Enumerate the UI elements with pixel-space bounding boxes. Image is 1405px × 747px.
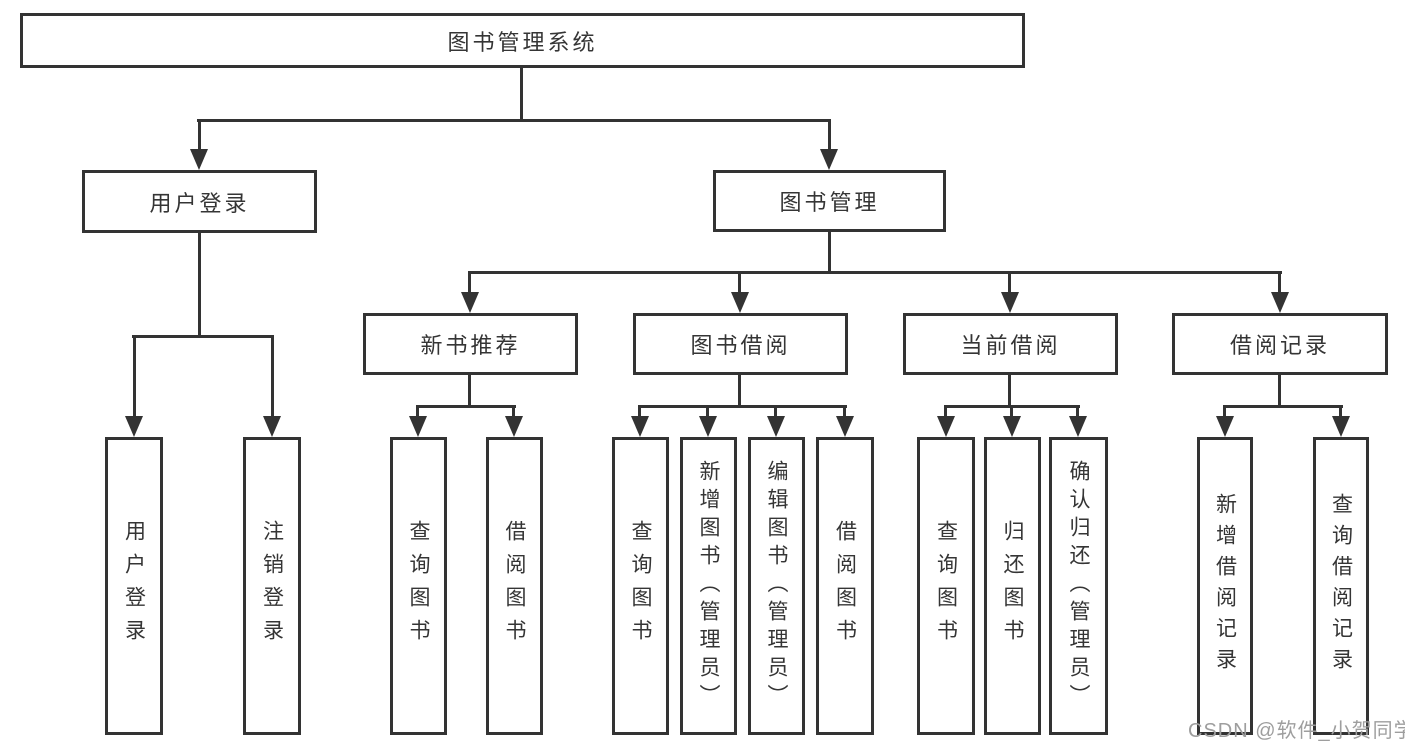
- leaf-query-books-1: 查询图书: [390, 437, 447, 735]
- leaf-add-borrow-record: 新增借阅记录: [1197, 437, 1253, 735]
- connector-line: [133, 335, 136, 418]
- node-user-login: 用户登录: [82, 170, 317, 233]
- connector-line: [1010, 405, 1013, 418]
- arrow-down-icon: [1003, 416, 1021, 437]
- node-label: 当前借阅: [960, 333, 1061, 358]
- arrow-down-icon: [631, 416, 649, 437]
- node-label: 注销登录: [260, 520, 284, 652]
- connector-line: [468, 271, 1282, 274]
- leaf-edit-book-admin: 编辑图书（管理员）: [748, 437, 805, 735]
- leaf-borrow-books-2: 借阅图书: [816, 437, 874, 735]
- connector-line: [738, 271, 741, 294]
- arrow-down-icon: [731, 292, 749, 313]
- node-new-book-recommend: 新书推荐: [363, 313, 578, 375]
- arrow-down-icon: [820, 149, 838, 170]
- leaf-query-books-2: 查询图书: [612, 437, 669, 735]
- node-label: 用户登录: [149, 190, 250, 216]
- connector-line: [944, 405, 947, 418]
- connector-line: [198, 119, 201, 152]
- node-borrow-records: 借阅记录: [1172, 313, 1388, 375]
- node-book-borrow: 图书借阅: [633, 313, 848, 375]
- connector-line: [468, 373, 471, 408]
- node-label: 归还图书: [1001, 520, 1024, 652]
- connector-line: [1008, 271, 1011, 294]
- connector-line: [1278, 373, 1281, 408]
- leaf-confirm-return-admin: 确认归还（管理员）: [1049, 437, 1108, 735]
- leaf-borrow-books-1: 借阅图书: [486, 437, 543, 735]
- node-library-system: 图书管理系统: [20, 13, 1025, 68]
- arrow-down-icon: [461, 292, 479, 313]
- node-label: 新增借阅记录: [1213, 493, 1237, 679]
- connector-line: [1223, 405, 1343, 408]
- node-label: 用户登录: [122, 520, 146, 652]
- connector-line: [638, 405, 847, 408]
- node-label: 查询图书: [407, 520, 430, 652]
- arrow-down-icon: [767, 416, 785, 437]
- connector-line: [416, 405, 419, 418]
- arrow-down-icon: [699, 416, 717, 437]
- arrow-down-icon: [190, 149, 208, 170]
- node-label: 确认归还（管理员）: [1067, 460, 1090, 712]
- watermark: CSDN @软件_小贺同学: [1188, 720, 1405, 742]
- connector-line: [1278, 271, 1281, 294]
- leaf-query-borrow-record: 查询借阅记录: [1313, 437, 1369, 735]
- arrow-down-icon: [1001, 292, 1019, 313]
- node-label: 新书推荐: [420, 333, 521, 358]
- connector-line: [198, 231, 201, 338]
- node-label: 查询借阅记录: [1329, 493, 1353, 679]
- leaf-return-book: 归还图书: [984, 437, 1041, 735]
- node-label: 借阅记录: [1229, 333, 1330, 358]
- connector-line: [132, 335, 274, 338]
- connector-line: [1008, 373, 1011, 408]
- connector-line: [468, 271, 471, 294]
- node-label: 查询图书: [629, 520, 652, 652]
- arrow-down-icon: [1216, 416, 1234, 437]
- connector-line: [1076, 405, 1079, 418]
- connector-line: [197, 119, 831, 122]
- node-label: 新增图书（管理员）: [697, 460, 720, 712]
- leaf-user-login: 用户登录: [105, 437, 163, 735]
- connector-line: [774, 405, 777, 418]
- connector-line: [271, 335, 274, 418]
- node-label: 图书借阅: [690, 333, 791, 358]
- connector-line: [1223, 405, 1226, 418]
- leaf-logout: 注销登录: [243, 437, 301, 735]
- arrow-down-icon: [125, 416, 143, 437]
- node-book-management: 图书管理: [713, 170, 946, 232]
- node-label: 编辑图书（管理员）: [765, 460, 788, 712]
- node-label: 借阅图书: [503, 520, 526, 652]
- connector-line: [512, 405, 515, 418]
- arrow-down-icon: [409, 416, 427, 437]
- connector-line: [843, 405, 846, 418]
- connector-line: [738, 373, 741, 408]
- arrow-down-icon: [1271, 292, 1289, 313]
- arrow-down-icon: [836, 416, 854, 437]
- arrow-down-icon: [505, 416, 523, 437]
- leaf-add-book-admin: 新增图书（管理员）: [680, 437, 737, 735]
- connector-line: [828, 119, 831, 152]
- connector-line: [706, 405, 709, 418]
- node-label: 借阅图书: [833, 520, 857, 652]
- node-label: 查询图书: [934, 520, 958, 652]
- connector-line: [520, 66, 523, 121]
- node-label: 图书管理系统: [447, 29, 598, 55]
- arrow-down-icon: [937, 416, 955, 437]
- node-label: 图书管理: [779, 190, 880, 215]
- connector-line: [1339, 405, 1342, 418]
- node-current-borrow: 当前借阅: [903, 313, 1118, 375]
- connector-line: [828, 230, 831, 274]
- connector-line: [638, 405, 641, 418]
- arrow-down-icon: [263, 416, 281, 437]
- arrow-down-icon: [1069, 416, 1087, 437]
- leaf-query-books-3: 查询图书: [917, 437, 975, 735]
- connector-line: [416, 405, 516, 408]
- arrow-down-icon: [1332, 416, 1350, 437]
